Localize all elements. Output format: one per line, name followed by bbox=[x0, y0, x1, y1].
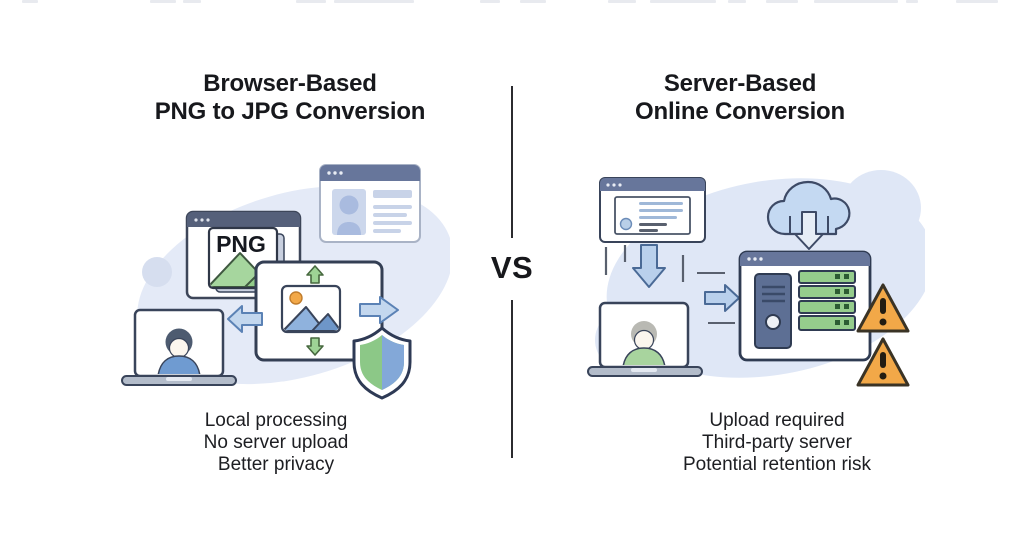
right-panel-title: Server-Based Online Conversion bbox=[560, 70, 920, 126]
left-panel-title: Browser-Based PNG to JPG Conversion bbox=[110, 70, 470, 126]
left-title-line1: Browser-Based bbox=[203, 70, 377, 97]
right-title-line2: Online Conversion bbox=[635, 98, 845, 125]
bullet-item: Potential retention risk bbox=[683, 454, 871, 475]
webpage-window-icon bbox=[599, 177, 706, 243]
divider-line-bottom bbox=[511, 300, 513, 458]
divider-line-top bbox=[511, 86, 513, 238]
left-title-line2: PNG to JPG Conversion bbox=[154, 98, 426, 125]
bullet-item: No server upload bbox=[203, 432, 349, 453]
privacy-shield-icon bbox=[352, 326, 412, 400]
browser-based-illustration: PNG bbox=[121, 164, 450, 400]
warning-icon bbox=[856, 283, 910, 333]
bullet-item: Better privacy bbox=[217, 454, 335, 475]
server-rack-icon bbox=[798, 270, 856, 331]
server-based-illustration bbox=[587, 170, 925, 387]
transfer-arrow-left-icon bbox=[227, 305, 263, 333]
bullet-item: Third-party server bbox=[702, 432, 852, 453]
transfer-arrow-right-icon bbox=[697, 272, 740, 324]
server-window-icon bbox=[738, 250, 872, 362]
converter-panel-icon bbox=[254, 260, 384, 362]
transfer-arrow-right-icon bbox=[359, 296, 399, 324]
laptop-user-icon bbox=[121, 308, 237, 386]
png-label: PNG bbox=[216, 231, 266, 257]
cloud-download-icon bbox=[766, 180, 851, 250]
upload-arrow-icon bbox=[306, 265, 324, 284]
download-arrow-icon bbox=[306, 337, 324, 356]
vs-label: VS bbox=[490, 250, 534, 285]
left-bullet-list: Local processing No server upload Better… bbox=[126, 410, 426, 476]
laptop-user-icon bbox=[587, 301, 703, 377]
right-title-line1: Server-Based bbox=[663, 70, 817, 97]
bullet-item: Upload required bbox=[709, 410, 845, 431]
bullet-item: Local processing bbox=[204, 410, 348, 431]
profile-browser-window-icon bbox=[319, 164, 421, 243]
right-bullet-list: Upload required Third-party server Poten… bbox=[627, 410, 927, 476]
upload-arrows-icon bbox=[604, 244, 685, 288]
warning-icon bbox=[856, 337, 910, 387]
